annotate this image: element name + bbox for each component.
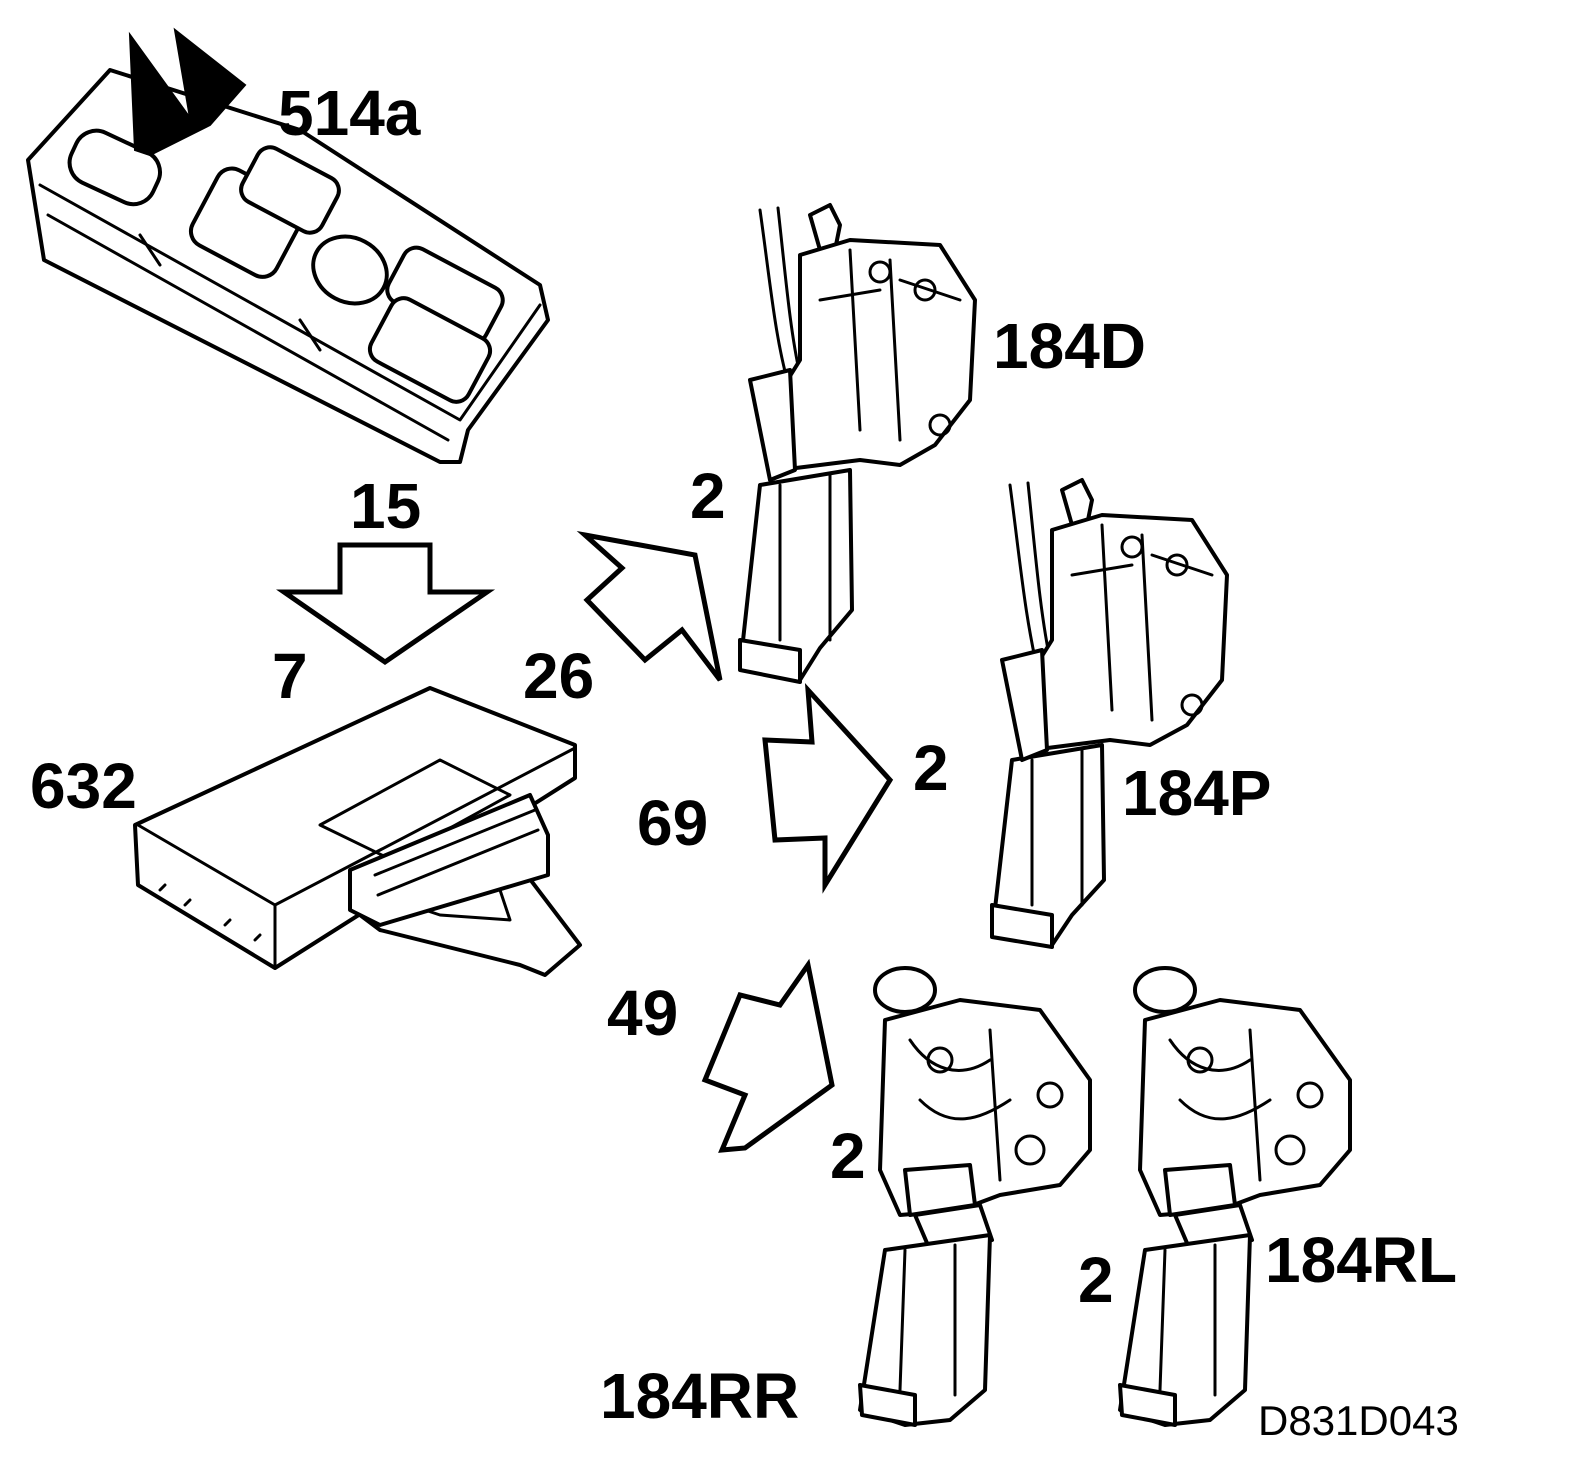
label-ground-184D: 2	[690, 460, 726, 532]
lock-actuator-184RR	[858, 966, 1092, 1427]
label-ground-184P: 2	[913, 732, 949, 804]
label-ground-184RR: 2	[830, 1120, 866, 1192]
lock-actuator-184RL	[1118, 966, 1352, 1427]
label-wire-26: 26	[523, 640, 594, 712]
control-module-632	[133, 686, 582, 977]
press-indicator-arrow	[128, 27, 247, 157]
label-184D: 184D	[993, 310, 1146, 382]
label-632: 632	[30, 750, 137, 822]
label-wire-15: 15	[350, 470, 421, 542]
signal-arrow-26	[576, 530, 723, 682]
switch-panel-514a	[26, 68, 550, 464]
signal-arrow-49	[701, 958, 835, 1153]
label-184P: 184P	[1122, 757, 1271, 829]
lock-actuator-184D	[738, 203, 977, 684]
signal-arrow-69	[762, 682, 894, 894]
reference-code: D831D043	[1258, 1397, 1459, 1444]
signal-arrow-15	[276, 542, 496, 666]
label-ground-184RL: 2	[1078, 1244, 1114, 1316]
label-184RL: 184RL	[1265, 1224, 1457, 1296]
label-wire-7: 7	[272, 640, 308, 712]
label-wire-69: 69	[637, 787, 708, 859]
label-514a: 514a	[278, 77, 421, 149]
lock-actuator-184P	[990, 478, 1229, 949]
label-wire-49: 49	[607, 977, 678, 1049]
label-184RR: 184RR	[600, 1360, 799, 1432]
